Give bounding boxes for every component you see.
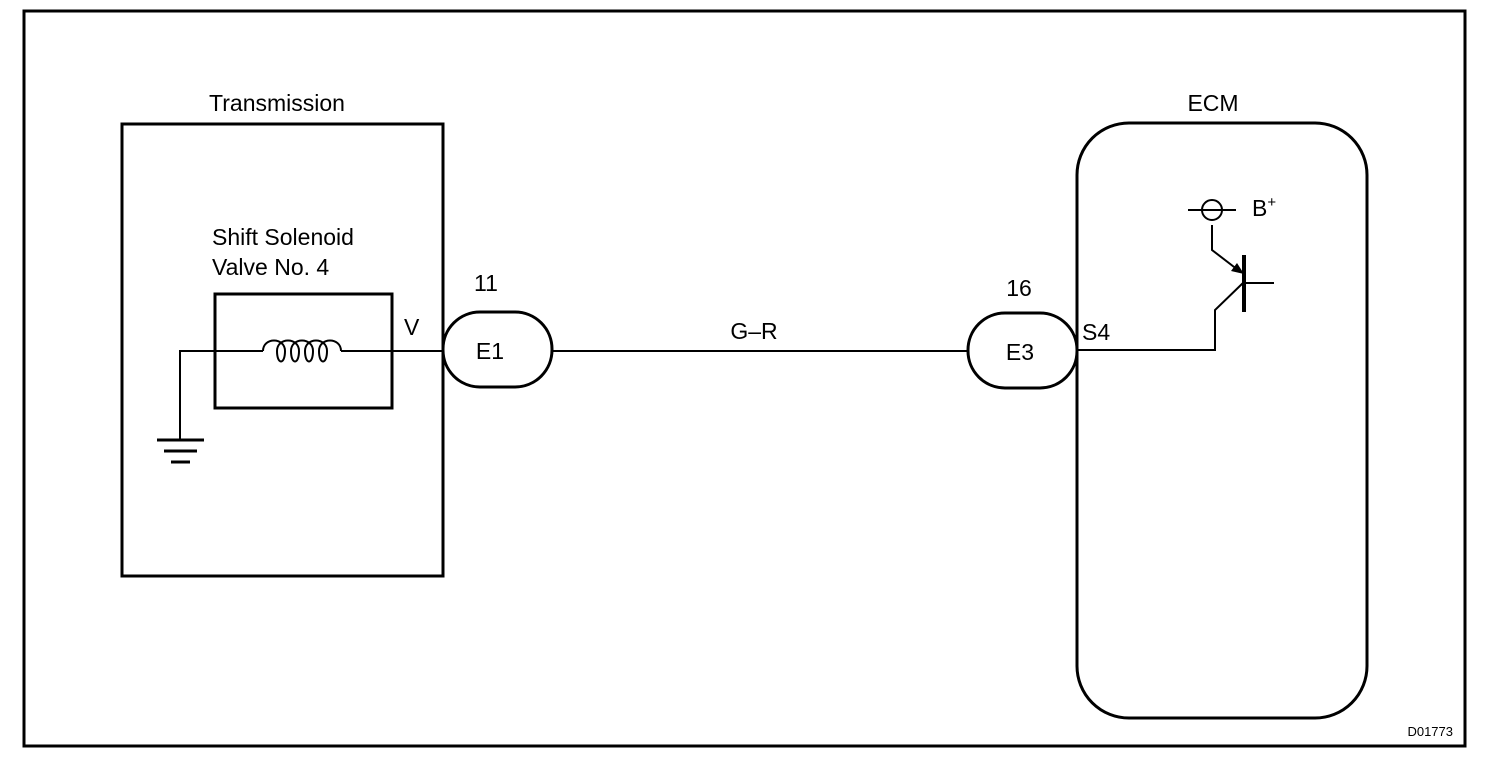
- ecm-title: ECM: [1187, 90, 1238, 116]
- transistor-icon: [1211, 225, 1274, 312]
- connector-e3-name: E3: [1006, 339, 1034, 365]
- figure-code: D01773: [1407, 724, 1453, 739]
- connector-e1-pin: 11: [474, 270, 498, 296]
- transmission-title: Transmission: [209, 90, 345, 116]
- diagram-border: [22, 9, 1467, 748]
- solenoid-label-line2: Valve No. 4: [212, 254, 329, 280]
- power-supply-icon: [1188, 199, 1236, 221]
- connector-e3-pin: 16: [1006, 275, 1032, 301]
- transmission-pin-label: V: [404, 314, 420, 340]
- connector-e1-name: E1: [476, 338, 504, 364]
- ground-wire: [179, 350, 263, 440]
- ground-icon: [157, 438, 204, 464]
- connector-e1: [441, 310, 554, 389]
- wire-color-code: G–R: [730, 318, 777, 344]
- ecm-pin-label: S4: [1082, 319, 1110, 345]
- ecm-box: [1075, 121, 1369, 720]
- solenoid-label-line1: Shift Solenoid: [212, 224, 354, 250]
- supply-label: B+: [1252, 194, 1276, 221]
- ecm-internal-wire: [1077, 281, 1245, 351]
- coil-icon: [262, 339, 342, 363]
